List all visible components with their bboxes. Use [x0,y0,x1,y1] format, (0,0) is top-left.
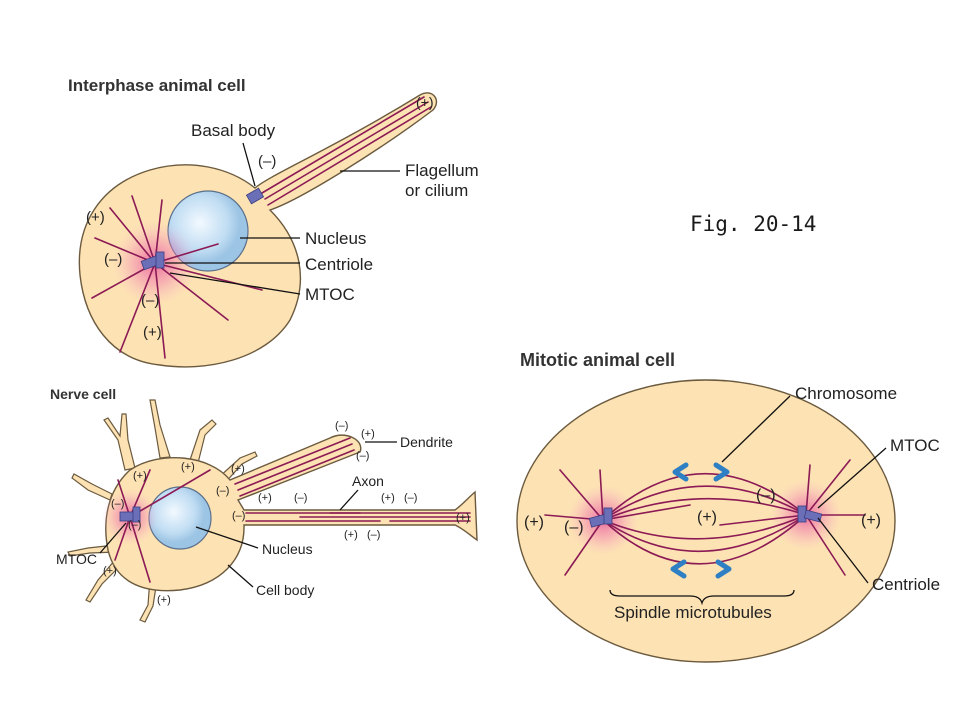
nerve-dendrite-microtubules [234,437,355,497]
leader-nerve-mtoc [99,522,127,554]
label-mitotic-plus-mid: (+) [697,509,717,526]
label-spindle-microtubules: Spindle microtubules [614,603,772,622]
chromosomes [670,462,732,579]
label-chromosome: Chromosome [795,384,897,403]
flagellum-microtubules [261,96,432,206]
leader-axon [339,489,359,511]
spindle-microtubules [544,459,866,576]
interphase-microtubules [91,195,263,359]
label-n-plus-3: (+) [231,463,245,475]
chromosome-upper-right [713,462,730,482]
label-axon: Axon [352,473,384,489]
label-basal-minus: (–) [258,153,276,170]
label-interphase-plus-2: (+) [143,324,162,341]
label-axon-plus-end: (+) [456,512,470,524]
label-nerve-nucleus: Nucleus [262,541,313,557]
nerve-axon-microtubules [245,512,471,522]
label-interphase-nucleus: Nucleus [305,229,366,248]
label-basal-body: Basal body [191,121,276,140]
label-mitotic-minus-left: (–) [564,519,584,536]
leader-mtoc [169,272,301,295]
label-n-minus-1: (–) [111,498,124,510]
leader-nerve-nucleus [195,526,259,549]
mitotic-cell [516,379,896,663]
spindle-brace [609,589,795,606]
leader-basal-body [242,142,256,187]
label-mitotic-plus-left: (+) [524,514,544,531]
label-n-minus-4: (–) [232,510,245,522]
basal-body-block [245,187,265,205]
label-n-minus-2: (–) [128,519,141,531]
label-mitotic-plus-right: (+) [861,512,881,529]
label-n-plus-1: (+) [133,470,147,482]
nerve-centriole-b [132,506,141,523]
label-mitotic-minus-right: (–) [756,487,776,504]
mitotic-right-centriole [797,505,807,523]
label-axon-minus-1: (–) [294,492,307,504]
label-nerve-mtoc: MTOC [56,551,97,567]
figure-label: Fig. 20-14 [690,212,816,236]
label-mitotic-centriole: Centriole [872,575,940,594]
label-axon-plus-2: (+) [344,529,358,541]
interphase-panel: Interphase animal cell [68,76,479,368]
nerve-nucleus [148,486,212,550]
mitotic-left-centriole-b [603,507,613,525]
interphase-centriole-b [155,251,165,269]
interphase-title: Interphase animal cell [68,76,246,95]
label-flagellum-1: Flagellum [405,161,479,180]
label-d-minus-2: (–) [356,450,369,462]
nerve-panel: Nerve cell [50,386,478,623]
chromosome-lower-left [670,559,687,579]
label-interphase-minus-2: (–) [141,292,159,309]
chromosome-upper-left [672,462,689,482]
label-flagellum-plus: (+) [416,94,434,110]
label-interphase-minus-1: (–) [104,251,122,268]
label-n-minus-3: (–) [216,485,229,497]
mitotic-right-centriole-b [803,509,823,523]
label-interphase-centriole: Centriole [305,255,373,274]
label-n-plus-5: (+) [103,565,117,577]
label-flagellum-2: or cilium [405,181,468,200]
label-mitotic-mtoc: MTOC [890,436,940,455]
label-interphase-plus-1: (+) [86,209,105,226]
label-n-plus-2: (+) [181,461,195,473]
nerve-title: Nerve cell [50,386,116,402]
mitotic-panel: Mitotic animal cell [516,350,940,663]
label-cell-body: Cell body [256,582,314,598]
leader-cell-body [227,564,254,588]
label-interphase-mtoc: MTOC [305,285,355,304]
leader-mitotic-mtoc [817,447,887,509]
leader-mitotic-centriole [817,517,869,584]
label-axon-minus-2: (–) [404,492,417,504]
label-dendrite: Dendrite [400,434,453,450]
chromosome-lower-right [715,559,732,579]
label-n-plus-6: (+) [157,594,171,606]
label-axon-minus-3: (–) [367,529,380,541]
leader-chromosome [721,395,791,463]
mitotic-title: Mitotic animal cell [520,350,675,370]
label-d-plus-1: (+) [361,428,375,440]
label-n-plus-4: (+) [258,492,272,504]
label-axon-plus-1: (+) [381,492,395,504]
label-d-minus-1: (–) [335,420,348,432]
